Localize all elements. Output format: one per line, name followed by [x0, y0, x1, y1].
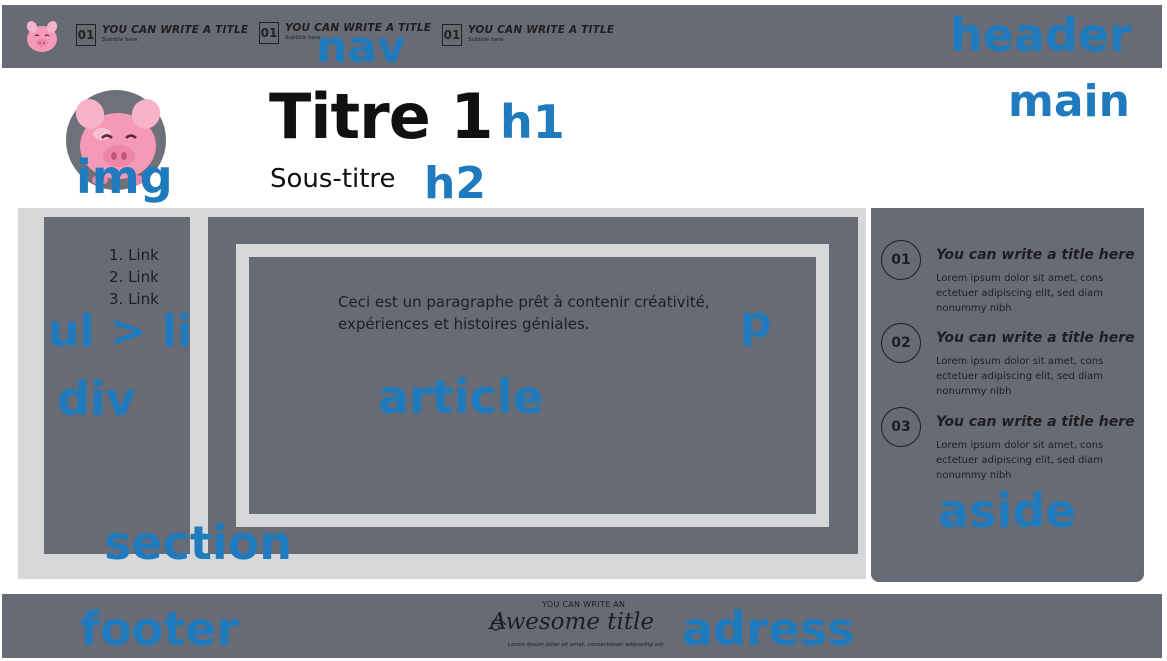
- article-paragraph: Ceci est un paragraphe prêt à contenir c…: [338, 293, 710, 333]
- aside-number-circle: 03: [881, 407, 921, 447]
- annotation-h1: h1: [500, 95, 565, 149]
- flourish-icon: [491, 619, 507, 631]
- annotation-section: section: [104, 516, 292, 570]
- list-item-link[interactable]: 2. Link: [109, 268, 159, 286]
- list-item-link[interactable]: 1. Link: [109, 246, 159, 264]
- nav-item-subtitle: Subtitle here: [285, 35, 321, 41]
- aside-item-body: Lorem ipsum dolor sit amet, cons ectetue…: [936, 440, 1104, 481]
- pig-logo-icon[interactable]: [24, 18, 60, 54]
- nav-number-box: 01: [259, 22, 279, 44]
- aside-item-body: Lorem ipsum dolor sit amet, cons ectetue…: [936, 273, 1104, 314]
- annotation-nav: nav: [316, 22, 406, 73]
- nav-item-title: YOU CAN WRITE A TITLE: [285, 22, 432, 34]
- link-list: 1. Link 2. Link 3. Link: [109, 244, 159, 310]
- footer-kicker: YOU CAN WRITE AN: [542, 600, 626, 609]
- nav-item-subtitle: Subtitle here: [468, 37, 504, 43]
- aside-number-circle: 01: [881, 240, 921, 280]
- aside-item-title: You can write a title here: [936, 330, 1135, 346]
- article-body: [249, 257, 816, 514]
- annotation-aside: aside: [938, 484, 1077, 538]
- aside-item-title: You can write a title here: [936, 247, 1135, 263]
- aside-item-title: You can write a title here: [936, 414, 1135, 430]
- nav-item[interactable]: 01 YOU CAN WRITE A TITLE Subtitle here: [259, 22, 431, 44]
- annotation-header: header: [950, 8, 1132, 62]
- aside-item-body: Lorem ipsum dolor sit amet, cons ectetue…: [936, 356, 1104, 397]
- nav-item-title: YOU CAN WRITE A TITLE: [468, 24, 615, 36]
- nav-number-box: 01: [442, 24, 462, 46]
- nav-item-title: YOU CAN WRITE A TITLE: [102, 24, 249, 36]
- main-region: [2, 68, 1162, 208]
- annotation-h2: h2: [424, 158, 486, 209]
- list-item-link[interactable]: 3. Link: [109, 290, 159, 308]
- footer-subtitle: Lorem ipsum dolor sit amet, consectetuer…: [508, 642, 664, 648]
- page-title: Titre 1: [269, 80, 494, 153]
- annotation-img: img: [76, 150, 173, 204]
- nav-number-box: 01: [76, 24, 96, 46]
- nav-item[interactable]: 01 YOU CAN WRITE A TITLE Subtitle here: [76, 24, 248, 46]
- footer-region: [2, 594, 1162, 658]
- annotation-div: div: [57, 372, 136, 426]
- page-subtitle: Sous-titre: [270, 164, 396, 194]
- annotation-main: main: [1008, 76, 1130, 127]
- div-block: [44, 217, 190, 554]
- nav-item-subtitle: Subtitle here: [102, 37, 138, 43]
- aside-number-circle: 02: [881, 323, 921, 363]
- annotation-ul-li: ul > li: [48, 306, 193, 357]
- annotation-article: article: [378, 370, 544, 424]
- pig-hero-icon: [75, 99, 161, 185]
- annotation-address: adress: [682, 602, 855, 656]
- annotation-p: p: [740, 297, 772, 348]
- nav-item[interactable]: 01 YOU CAN WRITE A TITLE Subtitle here: [442, 24, 614, 46]
- footer-title: Awesome title: [490, 609, 655, 635]
- header-region: [2, 5, 1162, 68]
- annotation-footer: footer: [80, 602, 240, 656]
